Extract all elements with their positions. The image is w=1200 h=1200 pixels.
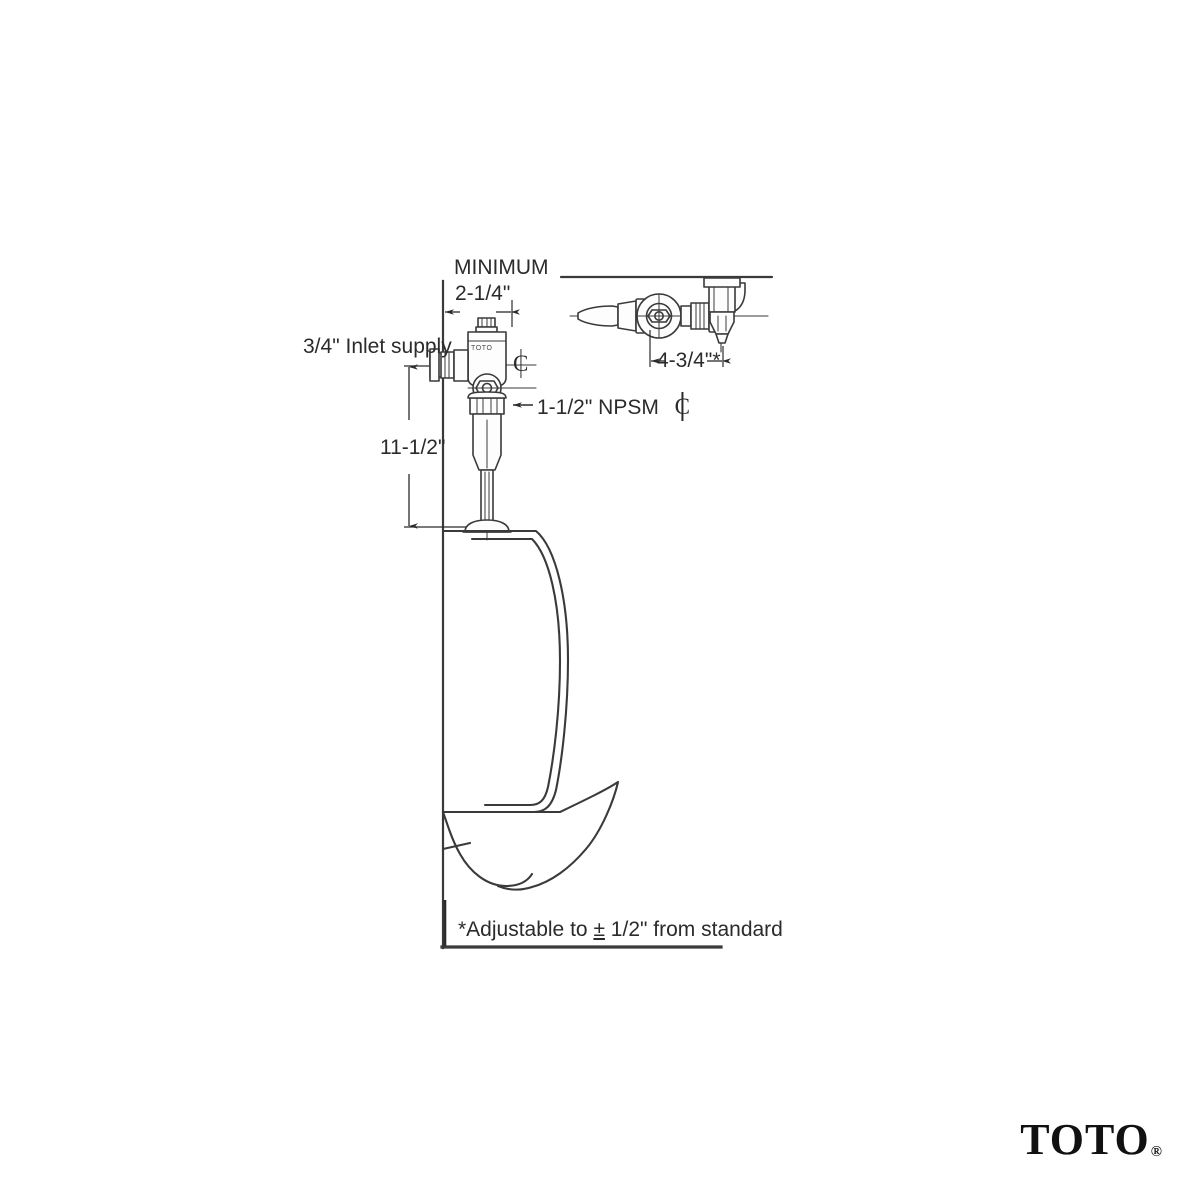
urinal-top-rim-outer	[441, 529, 570, 814]
inlet-supply-label: 3/4" Inlet supply	[303, 335, 452, 358]
urinal-drain-curve	[496, 884, 534, 891]
toto-logo-text: TOTO	[1020, 1115, 1150, 1164]
footnote-suffix: 1/2" from standard	[604, 918, 783, 941]
outlet-barrel	[680, 305, 692, 327]
elevation-flush-valve	[429, 317, 537, 541]
spud-coupling-nut	[469, 397, 505, 415]
urinal-base-outer	[441, 780, 620, 889]
centerline-icon-valve: C	[513, 351, 529, 376]
urinal-spud-flange	[464, 519, 510, 533]
plan-tailpiece	[709, 311, 735, 335]
spud-nut-top-flare	[467, 391, 507, 399]
dimension-top-clearance	[445, 300, 520, 327]
urinal-wall-step	[441, 841, 472, 851]
urinal-bowl-lower	[441, 810, 534, 888]
handle-coupling	[617, 300, 637, 332]
dimension-projection	[649, 330, 731, 367]
inlet-elbow	[453, 349, 469, 382]
toto-logo: TOTO®	[1020, 1118, 1162, 1162]
flush-tube	[480, 469, 494, 525]
plan-tailpiece-tip	[715, 333, 729, 344]
footnote-text: *Adjustable to ± 1/2" from standard	[458, 919, 783, 940]
wall-escutcheon	[703, 277, 741, 288]
spud-size-label: 1-1/2" NPSM C	[537, 395, 690, 418]
valve-body-brand-mark: TOTO	[471, 345, 493, 352]
registered-trademark-icon: ®	[1150, 1144, 1163, 1160]
rim-height-dimension: 11-1/2"	[380, 436, 446, 459]
footnote-prefix: *Adjustable to	[458, 918, 594, 941]
urinal-body	[441, 529, 620, 891]
spud-size-text: 1-1/2" NPSM	[537, 396, 659, 419]
projection-dimension: 4-3/4"*	[657, 349, 721, 372]
urinal-rim-inner	[470, 537, 562, 807]
footnote-plusminus: ±	[593, 918, 605, 941]
minimum-label: MINIMUM	[454, 256, 549, 279]
handle-lever	[577, 305, 619, 327]
plan-view-flush-valve	[559, 275, 774, 353]
inlet-escutcheon	[429, 348, 440, 382]
centerline-icon-spud: C	[674, 394, 691, 419]
architectural-lines	[440, 279, 723, 950]
top-clearance-dimension: 2-1/4"	[455, 282, 511, 305]
